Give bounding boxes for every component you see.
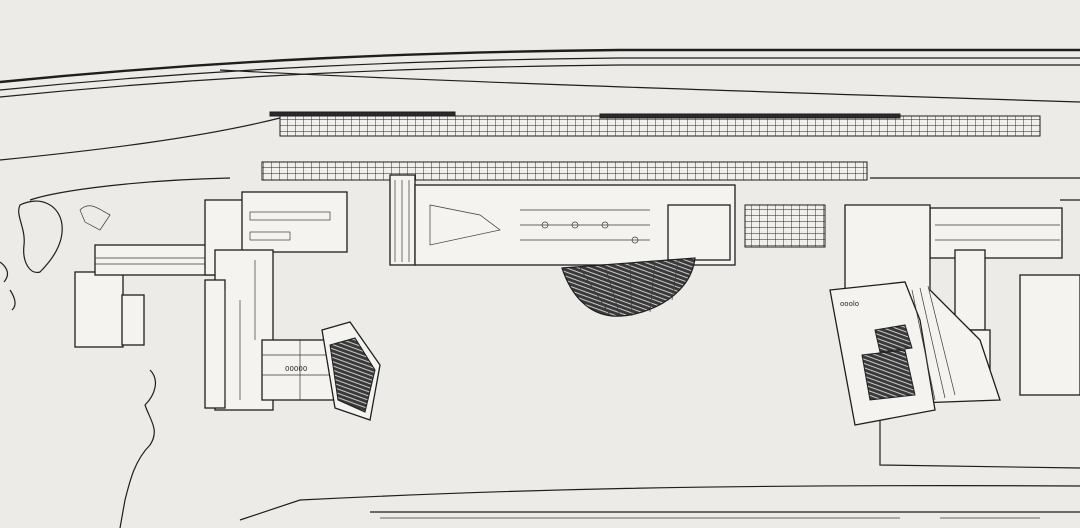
left-building-complex: [74, 191, 348, 411]
courtyard-grid: [744, 204, 826, 248]
central-auditorium: [561, 257, 696, 317]
coastline: [0, 200, 157, 528]
drawing-label-left: 00000: [285, 365, 307, 373]
lower-arcade: [261, 161, 868, 181]
upper-arcade: [269, 111, 1041, 137]
central-building: [389, 174, 736, 266]
railway-lines: [0, 48, 1080, 103]
drawing-label-right: ooolo: [840, 300, 859, 308]
left-auditorium: [321, 321, 381, 421]
site-boundary: [0, 117, 1080, 521]
right-building-complex: [829, 204, 1080, 469]
